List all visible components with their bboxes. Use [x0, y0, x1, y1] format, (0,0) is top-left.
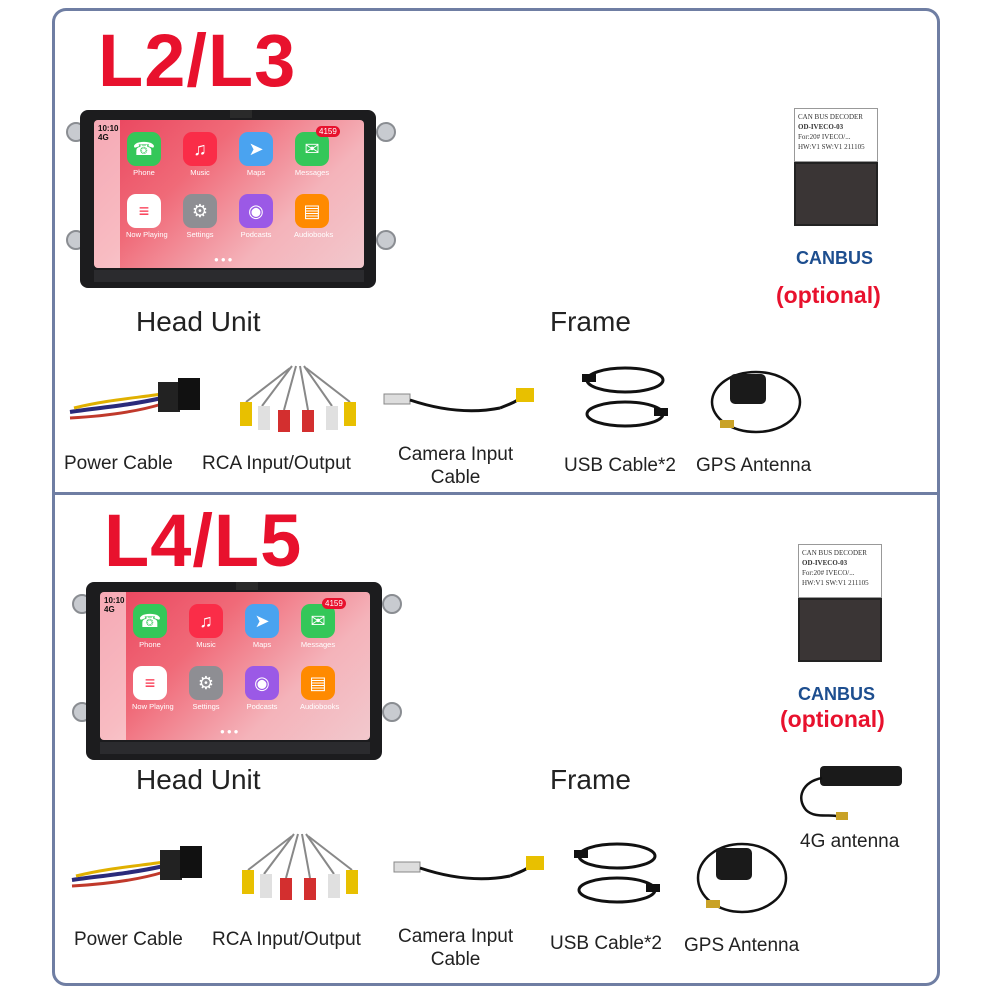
power-cable-image [71, 846, 202, 888]
usb-cable-image [582, 366, 668, 428]
accessory-label-rca: RCA Input/Output [212, 929, 361, 950]
notification-badge: 4159 [316, 126, 340, 137]
accessory-label-camera-cable: Camera Input Cable [398, 444, 514, 488]
phone-icon: ☎ [127, 132, 161, 166]
optional-label: (optional) [776, 282, 881, 308]
canbus-decoder-image: CAN BUS DECODER OD-IVECO-03 For:20# IVEC… [798, 544, 882, 662]
app-messages: ✉Messages [300, 604, 336, 649]
settings-icon: ⚙ [183, 194, 217, 228]
messages-icon: ✉ [301, 604, 335, 638]
power-cable-image [69, 378, 200, 420]
section-title: L4/L5 [104, 499, 303, 582]
music-icon: ♫ [189, 604, 223, 638]
gps-antenna-image [710, 370, 802, 434]
carplay-dock [100, 592, 126, 740]
phone-icon: ☎ [133, 604, 167, 638]
canbus-label: CANBUS [796, 248, 874, 268]
button-strip [100, 742, 370, 754]
4g-antenna-label: 4G antenna [800, 831, 900, 852]
accessory-label-power-cable: Power Cable [64, 453, 173, 474]
page-dots: ●●● [220, 727, 241, 736]
section-title: L2/L3 [98, 19, 297, 102]
accessory-label-usb-cable: USB Cable*2 [564, 455, 676, 476]
frame-label: Frame [550, 306, 631, 337]
head-unit-label: Head Unit [136, 306, 261, 337]
camera-cable-image [383, 388, 534, 413]
button-strip [94, 270, 364, 282]
audiobooks-icon: ▤ [301, 666, 335, 700]
rca-cable-image [240, 365, 356, 432]
page-dots: ●●● [214, 255, 235, 264]
frame-label: Frame [550, 764, 631, 795]
podcasts-icon: ◉ [239, 194, 273, 228]
app-audiobooks: ▤Audiobooks [300, 666, 339, 711]
4g-antenna-image [800, 766, 902, 820]
app-settings: ⚙Settings [188, 666, 224, 711]
now-playing-icon: ≡ [133, 666, 167, 700]
app-phone: ☎Phone [132, 604, 168, 649]
app-podcasts: ◉Podcasts [238, 194, 274, 239]
app-now-playing: ≡Now Playing [132, 666, 174, 711]
now-playing-icon: ≡ [127, 194, 161, 228]
accessory-label-usb-cable: USB Cable*2 [550, 933, 662, 954]
app-podcasts: ◉Podcasts [244, 666, 280, 711]
app-music: ♫Music [182, 132, 218, 177]
settings-icon: ⚙ [189, 666, 223, 700]
accessory-label-gps-antenna: GPS Antenna [684, 935, 800, 956]
camera-cable-image [393, 856, 544, 881]
app-now-playing: ≡Now Playing [126, 194, 168, 239]
app-music: ♫Music [188, 604, 224, 649]
notification-badge: 4159 [322, 598, 346, 609]
audiobooks-icon: ▤ [295, 194, 329, 228]
messages-icon: ✉ [295, 132, 329, 166]
app-maps: ➤Maps [238, 132, 274, 177]
app-audiobooks: ▤Audiobooks [294, 194, 333, 239]
rca-cable-image [242, 833, 358, 900]
podcasts-icon: ◉ [245, 666, 279, 700]
app-maps: ➤Maps [244, 604, 280, 649]
section-divider [52, 492, 940, 495]
usb-cable-image [574, 842, 660, 904]
carplay-dock [94, 120, 120, 268]
canbus-decoder-image: CAN BUS DECODER OD-IVECO-03 For:20# IVEC… [794, 108, 878, 226]
optional-label: (optional) [780, 706, 885, 732]
maps-icon: ➤ [245, 604, 279, 638]
head-unit-label: Head Unit [136, 764, 261, 795]
app-messages: ✉Messages [294, 132, 330, 177]
maps-icon: ➤ [239, 132, 273, 166]
app-settings: ⚙Settings [182, 194, 218, 239]
gps-antenna-image [696, 842, 788, 914]
accessory-label-rca: RCA Input/Output [202, 453, 351, 474]
app-phone: ☎Phone [126, 132, 162, 177]
accessory-label-gps-antenna: GPS Antenna [696, 455, 812, 476]
canbus-label: CANBUS [798, 684, 876, 704]
accessory-label-camera-cable: Camera Input Cable [398, 926, 514, 970]
music-icon: ♫ [183, 132, 217, 166]
accessory-label-power-cable: Power Cable [74, 929, 183, 950]
